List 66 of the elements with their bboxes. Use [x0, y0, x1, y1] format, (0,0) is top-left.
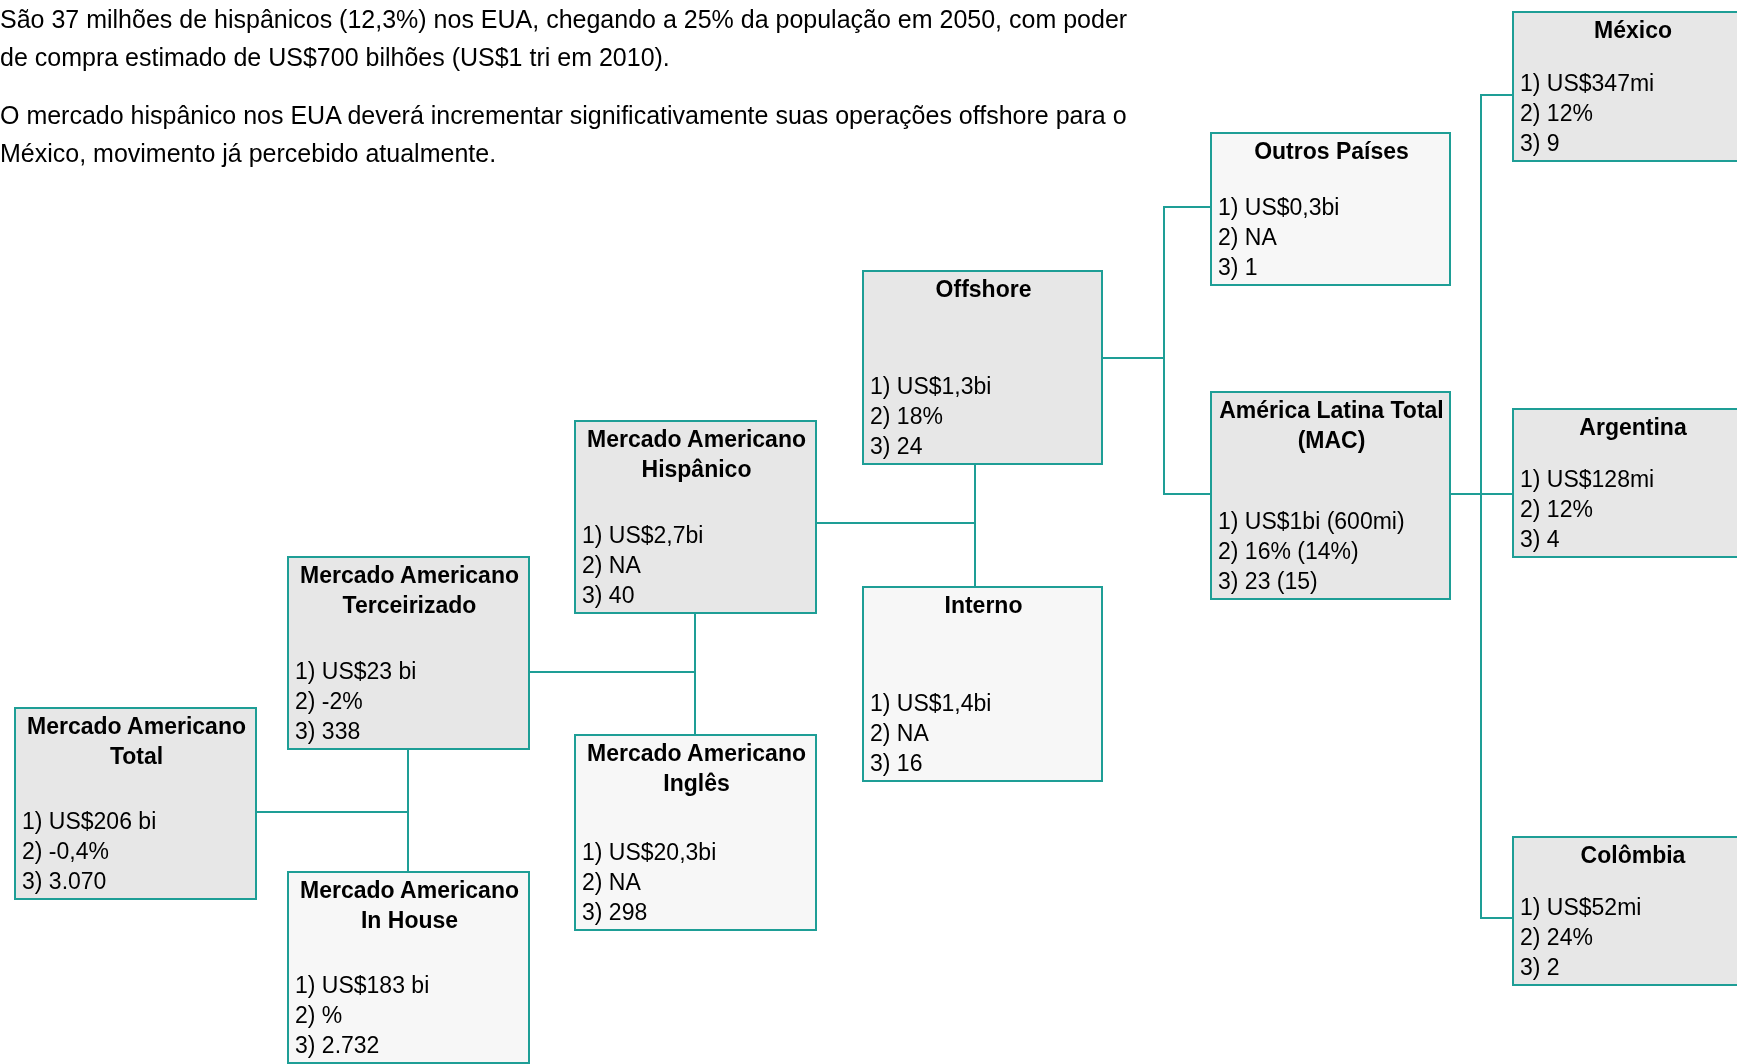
metric-line: 3) 40 — [582, 581, 636, 610]
box-heading: Offshore — [934, 275, 1033, 304]
metric-line: 3) 4 — [1520, 525, 1561, 554]
data-box — [287, 871, 530, 1064]
metric-line: 2) NA — [870, 719, 930, 748]
metric-line: 3) 16 — [870, 749, 924, 778]
box-heading: Mercado Americano Total — [26, 712, 247, 771]
metric-line: 2) NA — [582, 868, 642, 897]
metric-line: 1) US$0,3bi — [1218, 193, 1341, 222]
metric-line: 1) US$1,3bi — [870, 372, 993, 401]
data-box — [14, 707, 257, 900]
metric-line: 1) US$52mi — [1520, 893, 1643, 922]
metric-line: 3) 2.732 — [295, 1031, 381, 1060]
metric-line: 3) 298 — [582, 898, 649, 927]
data-box — [1512, 836, 1737, 986]
metric-line: 1) US$1bi (600mi) — [1218, 507, 1406, 536]
data-box — [1512, 408, 1737, 558]
box-heading: Mercado Americano Inglês — [586, 739, 807, 798]
box-heading: Mercado Americano In House — [299, 876, 520, 935]
data-box — [1210, 132, 1451, 286]
metric-line: 2) 24% — [1520, 923, 1594, 952]
box-heading: Interno — [943, 591, 1024, 620]
metric-line: 3) 3.070 — [22, 867, 108, 896]
data-box — [574, 734, 817, 931]
connector-line — [816, 522, 976, 587]
metric-line: 2) NA — [582, 551, 642, 580]
metric-line: 1) US$183 bi — [295, 971, 431, 1000]
box-heading: América Latina Total (MAC) — [1218, 396, 1445, 455]
metric-line: 2) 12% — [1520, 99, 1594, 128]
box-heading: Mercado Americano Terceirizado — [299, 561, 520, 620]
metric-line: 2) 12% — [1520, 495, 1594, 524]
metric-line: 2) 16% (14%) — [1218, 537, 1360, 566]
metric-line: 2) -2% — [295, 687, 364, 716]
metric-line: 1) US$23 bi — [295, 657, 418, 686]
data-box — [862, 270, 1103, 465]
metric-line: 1) US$20,3bi — [582, 838, 718, 867]
box-heading: Colômbia — [1579, 841, 1687, 870]
metric-line: 3) 1 — [1218, 253, 1259, 282]
box-heading: México — [1593, 16, 1673, 45]
metric-line: 1) US$206 bi — [22, 807, 158, 836]
metric-line: 1) US$2,7bi — [582, 521, 705, 550]
metric-line: 3) 23 (15) — [1218, 567, 1319, 596]
metric-line: 2) % — [295, 1001, 344, 1030]
connector-line — [529, 671, 696, 735]
note-text: São 37 milhões de hispânicos (12,3%) nos EUA, chegando a 25% da população em 2050, com poder de compra estimado de US$700 bilhões (US$1 tri em 2010). — [0, 4, 1129, 73]
metric-line: 2) NA — [1218, 223, 1278, 252]
metric-line: 2) 18% — [870, 402, 944, 431]
data-box — [287, 556, 530, 750]
note-text: O mercado hispânico nos EUA deverá incrementar significativamente suas operações offshore para o México, movimento já percebido atualmente. — [0, 100, 1128, 169]
box-heading: Mercado Americano Hispânico — [586, 425, 807, 484]
metric-line: 3) 338 — [295, 717, 362, 746]
data-box — [1210, 391, 1451, 600]
data-box — [862, 586, 1103, 782]
metric-line: 3) 9 — [1520, 129, 1561, 158]
connector-line — [256, 811, 409, 872]
metric-line: 2) -0,4% — [22, 837, 110, 866]
connector-line — [1102, 357, 1211, 495]
metric-line: 1) US$128mi — [1520, 465, 1656, 494]
data-box — [574, 420, 817, 614]
metric-line: 3) 2 — [1520, 953, 1561, 982]
box-heading: Argentina — [1578, 413, 1688, 442]
box-heading: Outros Países — [1253, 137, 1410, 166]
data-box — [1512, 11, 1737, 162]
metric-line: 3) 24 — [870, 432, 924, 461]
metric-line: 1) US$1,4bi — [870, 689, 993, 718]
metric-line: 1) US$347mi — [1520, 69, 1656, 98]
